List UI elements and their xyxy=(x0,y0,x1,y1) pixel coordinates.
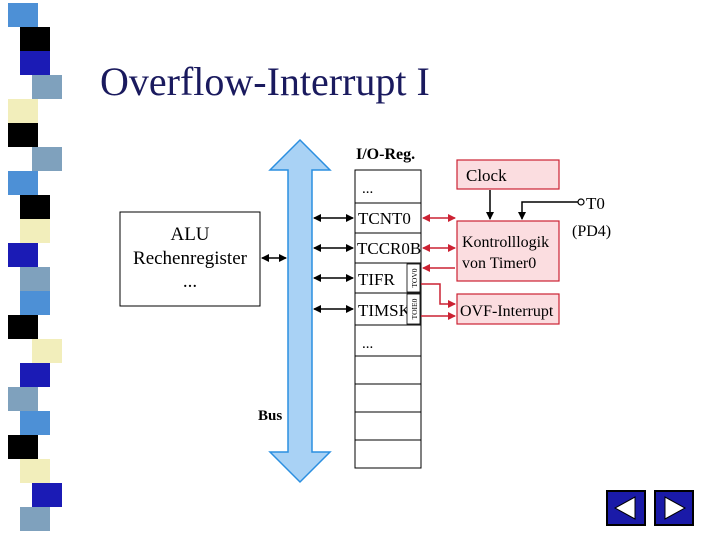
slide-title: Overflow-Interrupt I xyxy=(100,59,430,104)
control-logic-box xyxy=(456,220,560,282)
clock-label: Clock xyxy=(466,166,507,185)
t0-pin-label: T0 xyxy=(586,194,605,213)
register-tifr: TIFR xyxy=(358,270,396,289)
control-logic-sublabel: von Timer0 xyxy=(462,255,536,272)
alu-ellipsis: ... xyxy=(183,271,197,292)
alu-box xyxy=(119,211,261,307)
strip-block xyxy=(8,123,38,147)
strip-block xyxy=(20,363,50,387)
register-ellipsis-top: ... xyxy=(362,181,373,197)
tov0-bit-label: TOV0 xyxy=(410,268,419,287)
strip-block xyxy=(8,99,38,123)
strip-block xyxy=(32,483,62,507)
tov0-to-ovf-link xyxy=(421,283,456,308)
strip-block xyxy=(20,291,50,315)
ovf-interrupt-box xyxy=(456,293,560,325)
t0-pin-circle xyxy=(577,198,585,206)
ovf-interrupt-label: OVF-Interrupt xyxy=(460,303,554,320)
register-ellipsis-bottom: ... xyxy=(362,336,373,352)
strip-block xyxy=(20,27,50,51)
strip-block xyxy=(8,171,38,195)
pd4-pin-label: (PD4) xyxy=(572,223,611,240)
bus-arrow xyxy=(268,138,332,484)
strip-block xyxy=(8,243,38,267)
strip-block xyxy=(20,507,50,531)
strip-block xyxy=(32,147,62,171)
control-logic-label: Kontrolllogik xyxy=(462,234,549,251)
strip-block xyxy=(20,51,50,75)
bus-label: Bus xyxy=(258,408,282,424)
triangle-left-icon xyxy=(613,496,636,520)
strip-block xyxy=(8,315,38,339)
triangle-right-icon xyxy=(664,496,687,520)
strip-block xyxy=(8,435,38,459)
strip-block xyxy=(32,75,62,99)
strip-block xyxy=(20,267,50,291)
toie0-bit-cell xyxy=(406,293,421,325)
decorative-strip xyxy=(0,0,64,540)
strip-block xyxy=(20,195,50,219)
toie0-bit-label: TOIE0 xyxy=(410,298,419,319)
strip-block xyxy=(32,339,62,363)
next-slide-button[interactable] xyxy=(654,490,694,526)
strip-block xyxy=(20,219,50,243)
strip-block xyxy=(20,411,50,435)
register-tcnt0: TCNT0 xyxy=(358,209,411,228)
strip-block xyxy=(8,3,38,27)
previous-slide-button[interactable] xyxy=(606,490,646,526)
clock-box xyxy=(456,159,560,190)
strip-block xyxy=(20,459,50,483)
io-reg-header: I/O-Reg. xyxy=(356,146,415,163)
alu-register-label: Rechenregister xyxy=(133,248,248,269)
t0-to-control-arrow xyxy=(518,201,578,220)
register-timsk: TIMSK xyxy=(358,301,412,320)
tov0-bit-cell xyxy=(406,263,421,293)
alu-label: ALU xyxy=(170,224,209,245)
strip-block xyxy=(8,387,38,411)
register-tccr0b: TCCR0B xyxy=(357,239,421,258)
